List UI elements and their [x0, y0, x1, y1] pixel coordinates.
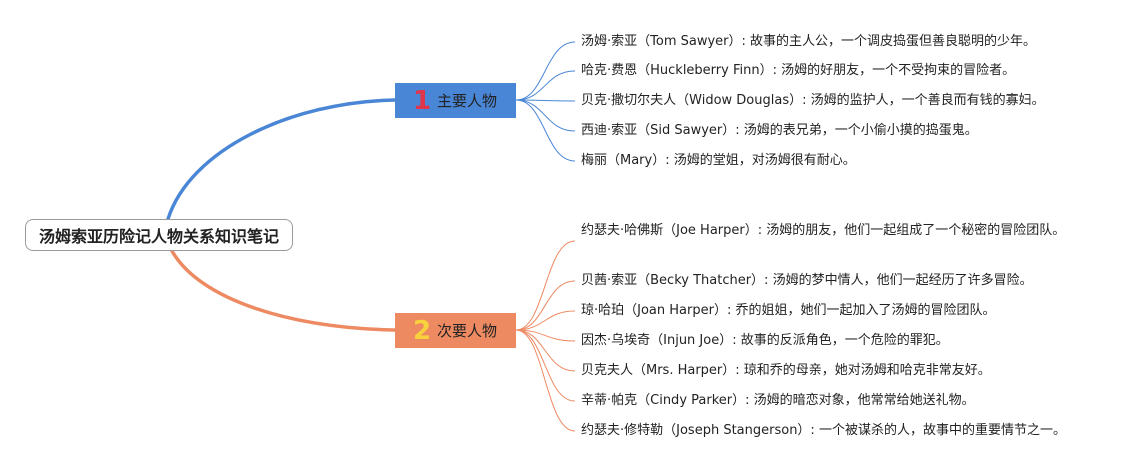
- branch-2-leaf-connector: [515, 280, 576, 331]
- number-one-badge: 1: [413, 85, 432, 116]
- number-two-badge: 2: [413, 315, 432, 346]
- root-topic[interactable]: 汤姆索亚历险记人物关系知识笔记: [25, 219, 293, 251]
- branch-1-leaf-connector: [515, 99, 576, 162]
- root-to-branch-2-connector: [170, 249, 397, 332]
- leaf-joseph-stangerson[interactable]: 约瑟夫·修特勒（Joseph Stangerson）: 一个被谋杀的人，故事中的…: [581, 423, 1066, 438]
- branch-2-leaf-connector: [515, 329, 576, 372]
- leaf-tom-sawyer[interactable]: 汤姆·索亚（Tom Sawyer）: 故事的主人公，一个调皮捣蛋但善良聪明的少年…: [581, 34, 1037, 49]
- leaf-widow-douglas[interactable]: 贝克·撒切尔夫人（Widow Douglas）: 汤姆的监护人，一个善良而有钱的…: [581, 93, 1045, 108]
- root-to-branch-1-connector: [166, 98, 397, 221]
- leaf-mary[interactable]: 梅丽（Mary）: 汤姆的堂姐，对汤姆很有耐心。: [581, 153, 856, 168]
- leaf-cindy-parker[interactable]: 辛蒂·帕克（Cindy Parker）: 汤姆的暗恋对象，他常常给她送礼物。: [581, 393, 975, 408]
- leaf-becky-thatcher[interactable]: 贝茜·索亚（Becky Thatcher）: 汤姆的梦中情人，他们一起经历了许多…: [581, 273, 1033, 288]
- branch-label: 主要人物: [437, 92, 498, 110]
- branch-1-leaf-connector: [515, 99, 576, 132]
- branch-1-leaf-connector: [515, 41, 576, 101]
- branch-2-leaf-connector: [515, 329, 576, 432]
- leaf-huckleberry-finn[interactable]: 哈克·费恩（Huckleberry Finn）: 汤姆的好朋友，一个不受拘束的冒…: [581, 63, 1016, 78]
- branch-secondary-characters[interactable]: 2 次要人物: [395, 313, 516, 348]
- leaf-injun-joe[interactable]: 因杰·乌埃奇（Injun Joe）: 故事的反派角色，一个危险的罪犯。: [581, 333, 949, 348]
- branch-1-leaf-connector: [515, 70, 576, 101]
- branch-main-characters[interactable]: 1 主要人物: [395, 83, 516, 118]
- leaf-mrs-harper[interactable]: 贝克夫人（Mrs. Harper）: 琼和乔的母亲，她对汤姆和哈克非常友好。: [581, 363, 991, 378]
- branch-2-leaf-connector: [515, 329, 576, 342]
- branch-2-leaf-connector: [515, 329, 576, 402]
- leaf-joe-harper[interactable]: 约瑟夫·哈佛斯（Joe Harper）: 汤姆的朋友，他们一起组成了一个秘密的冒…: [581, 223, 1066, 238]
- branch-2-leaf-connector: [515, 310, 576, 331]
- root-topic-label: 汤姆索亚历险记人物关系知识笔记: [38, 227, 279, 246]
- leaf-joan-harper[interactable]: 琼·哈珀（Joan Harper）: 乔的姐姐，她们一起加入了汤姆的冒险团队。: [581, 303, 996, 318]
- branch-1-leaf-connector: [515, 99, 576, 102]
- branch-label: 次要人物: [437, 322, 498, 340]
- leaf-sid-sawyer[interactable]: 西迪·索亚（Sid Sawyer）: 汤姆的表兄弟，一个小偷小摸的捣蛋鬼。: [581, 123, 978, 138]
- branch-2-leaf-connector: [515, 240, 576, 331]
